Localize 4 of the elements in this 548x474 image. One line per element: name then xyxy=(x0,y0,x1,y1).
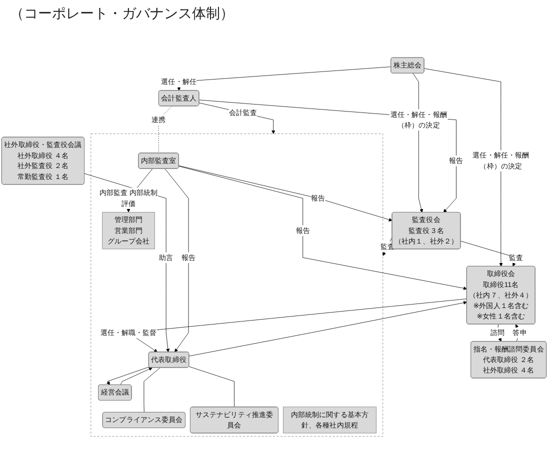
connector xyxy=(144,367,160,413)
connector xyxy=(188,366,235,408)
connector xyxy=(158,106,172,154)
diagram-title: （コーポレート・ガバナンス体制） xyxy=(9,4,235,23)
